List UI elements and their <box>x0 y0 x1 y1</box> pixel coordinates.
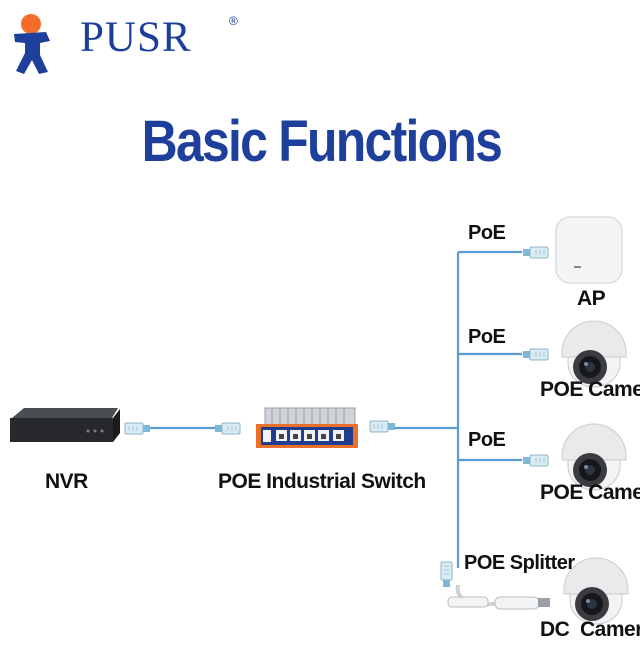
nvr-device-icon <box>10 408 120 442</box>
access-point-icon <box>555 216 623 284</box>
poe-link-label-ap: PoE <box>468 222 506 244</box>
rj45-connector-icon <box>369 420 396 433</box>
rj45-connector-icon <box>124 422 151 435</box>
poe-splitter-label: POE Splitter <box>464 552 575 574</box>
industrial-switch-icon <box>256 407 358 448</box>
page-title: Basic Functions <box>141 109 503 174</box>
rj45-connector-icon <box>214 422 241 435</box>
rj45-connector-icon <box>522 246 549 259</box>
switch-label: POE Industrial Switch <box>218 470 426 493</box>
pusr-logo-icon <box>14 14 50 74</box>
ap-label: AP <box>577 287 606 310</box>
poe-camera-1-label: POE Camera <box>540 378 640 401</box>
rj45-connector-icon <box>522 348 549 361</box>
poe-splitter-icon <box>447 584 550 610</box>
brand-name: PUSR <box>80 14 192 61</box>
nvr-label: NVR <box>45 470 88 493</box>
rj45-connector-icon <box>440 561 453 588</box>
rj45-connector-icon <box>522 454 549 467</box>
dc-camera-label: DC Camera <box>540 618 640 641</box>
registered-mark: ® <box>229 14 238 28</box>
poe-link-label-camera-1: PoE <box>468 326 506 348</box>
poe-link-label-camera-2: PoE <box>468 429 506 451</box>
poe-camera-2-label: POE Camera <box>540 481 640 504</box>
ethernet-cables <box>150 250 522 568</box>
